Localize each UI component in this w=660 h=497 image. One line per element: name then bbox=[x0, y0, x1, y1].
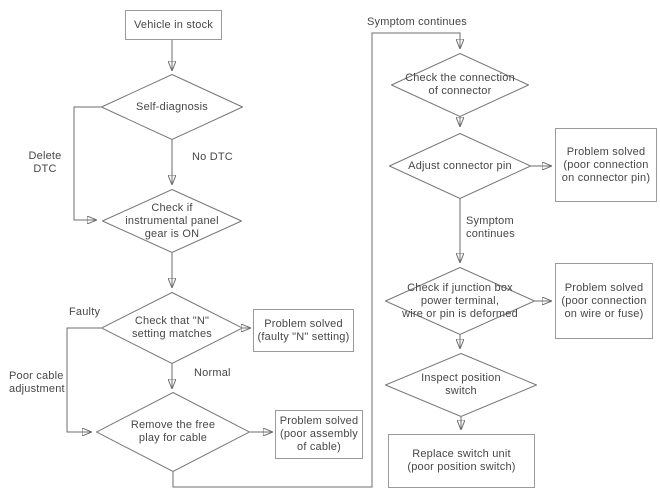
edge-label-normal: Normal bbox=[194, 367, 231, 379]
edge-poor-cable-loop bbox=[66, 327, 101, 432]
node-label: Problem solved (poor assembly of cable) bbox=[279, 415, 359, 453]
diamond-shape bbox=[102, 189, 242, 253]
edge-label-poor-cable-adjustment: Poor cable adjustment bbox=[9, 370, 65, 395]
node-check-instrument-panel: Check if instrumental panel gear is ON bbox=[102, 189, 242, 253]
node-label: Problem solved (poor connection on wire … bbox=[561, 281, 647, 320]
node-label: Check that "N" setting matches bbox=[131, 315, 213, 340]
node-label: Adjust connector pin bbox=[408, 159, 512, 172]
edge-delete-dtc-loop bbox=[73, 106, 101, 220]
diamond-shape bbox=[391, 53, 529, 117]
node-self-diagnosis: Self-diagnosis bbox=[101, 74, 243, 140]
node-problem-solved-wire-fuse: Problem solved (poor connection on wire … bbox=[555, 263, 653, 339]
node-adjust-connector-pin: Adjust connector pin bbox=[389, 133, 531, 199]
diamond-shape bbox=[96, 392, 250, 472]
edge-label-symptom-continues-top: Symptom continues bbox=[367, 16, 467, 28]
node-label: Vehicle in stock bbox=[133, 18, 214, 31]
node-check-junction-box: Check if junction box power terminal, wi… bbox=[385, 267, 535, 335]
diamond-shape bbox=[385, 353, 537, 417]
edge-label-faulty: Faulty bbox=[69, 306, 101, 318]
diamond-shape bbox=[389, 133, 531, 199]
node-label: Check if junction box power terminal, wi… bbox=[402, 281, 518, 320]
node-label: Problem solved (poor connection on conne… bbox=[561, 145, 651, 184]
node-label: Remove the free play for cable bbox=[130, 419, 216, 444]
edge-label-delete-dtc: Delete DTC bbox=[28, 150, 62, 175]
edge-symptom-continues-return bbox=[172, 32, 460, 488]
node-problem-solved-cable: Problem solved (poor assembly of cable) bbox=[275, 410, 363, 459]
node-label: Check if instrumental panel gear is ON bbox=[125, 201, 219, 240]
node-remove-free-play: Remove the free play for cable bbox=[96, 392, 250, 472]
diamond-shape bbox=[385, 267, 535, 335]
node-label: Problem solved (faulty "N" setting) bbox=[257, 317, 350, 343]
node-check-n-setting: Check that "N" setting matches bbox=[101, 292, 243, 364]
node-label: Inspect position switch bbox=[421, 372, 501, 397]
node-label: Check the connection of connector bbox=[405, 72, 515, 97]
edge-label-symptom-continues-mid: Symptom continues bbox=[466, 215, 515, 240]
diamond-shape bbox=[101, 292, 243, 364]
node-inspect-position-switch: Inspect position switch bbox=[385, 353, 537, 417]
node-vehicle-in-stock: Vehicle in stock bbox=[125, 10, 222, 40]
node-check-connector-connection: Check the connection of connector bbox=[391, 53, 529, 117]
node-label: Replace switch unit (poor position switc… bbox=[407, 448, 516, 473]
diamond-shape bbox=[101, 74, 243, 140]
node-problem-solved-connector-pin: Problem solved (poor connection on conne… bbox=[555, 128, 657, 202]
edge-label-no-dtc: No DTC bbox=[192, 151, 233, 163]
node-replace-switch-unit: Replace switch unit (poor position switc… bbox=[388, 434, 535, 488]
node-problem-solved-faulty-n: Problem solved (faulty "N" setting) bbox=[253, 309, 354, 352]
node-label: Self-diagnosis bbox=[136, 100, 208, 113]
